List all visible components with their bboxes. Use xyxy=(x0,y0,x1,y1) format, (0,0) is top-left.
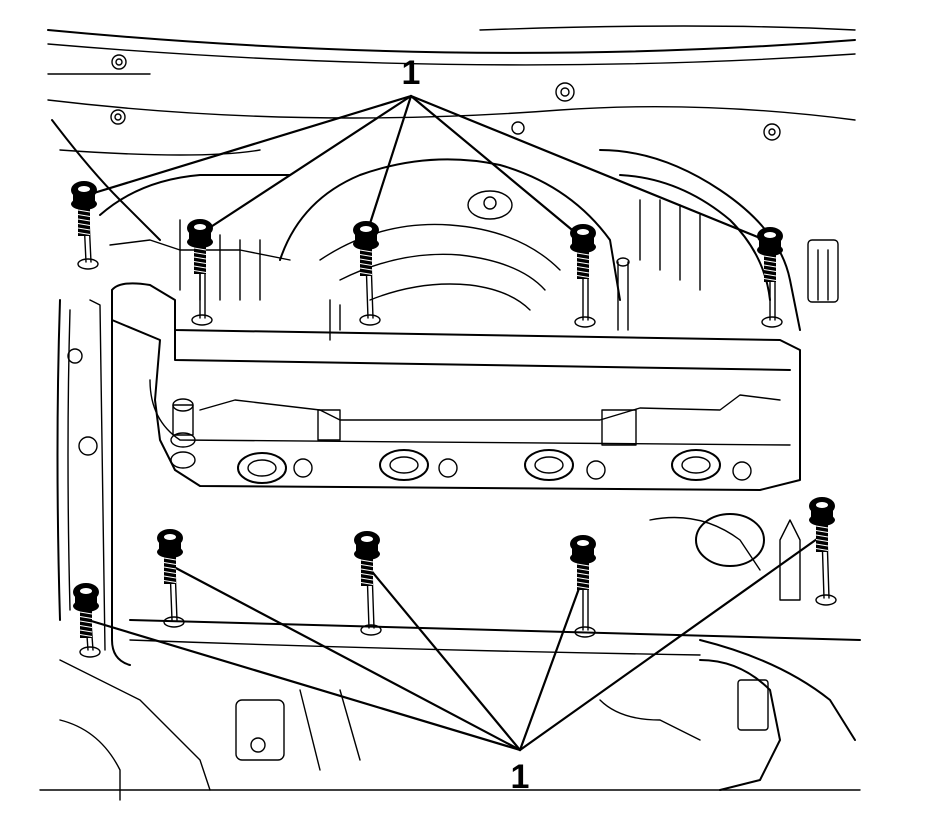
camshaft-cover xyxy=(56,257,801,666)
top-bolt-row xyxy=(71,181,783,328)
callout-label-bottom: 1 xyxy=(511,758,530,796)
bolt-top xyxy=(570,224,596,328)
bolt-top xyxy=(187,219,213,326)
leader-line-bottom xyxy=(518,570,587,752)
bolt-bottom xyxy=(354,531,382,636)
bolt-top xyxy=(71,181,99,270)
engine-bay-background xyxy=(47,25,856,331)
leader-line-top xyxy=(198,94,413,236)
bolt-bottom xyxy=(570,535,596,638)
bolt-bottom xyxy=(73,583,101,658)
leader-line-top xyxy=(409,94,772,244)
bolt-bottom xyxy=(157,529,185,628)
leader-line-top xyxy=(364,94,413,238)
leader-line-bottom xyxy=(86,618,522,752)
bottom-bolt-row xyxy=(73,497,837,658)
leader-line-bottom xyxy=(518,532,826,752)
callout-label-top: 1 xyxy=(402,54,421,92)
leader-line-bottom xyxy=(367,566,522,752)
bolt-top xyxy=(757,227,783,328)
lower-engine-area xyxy=(39,513,861,801)
leader-line-top xyxy=(82,94,413,198)
bolt-bottom xyxy=(809,497,837,606)
leader-line-top xyxy=(409,94,585,241)
leader-line-bottom xyxy=(170,564,522,752)
leader-lines xyxy=(82,94,826,752)
bolt-top xyxy=(353,221,381,326)
